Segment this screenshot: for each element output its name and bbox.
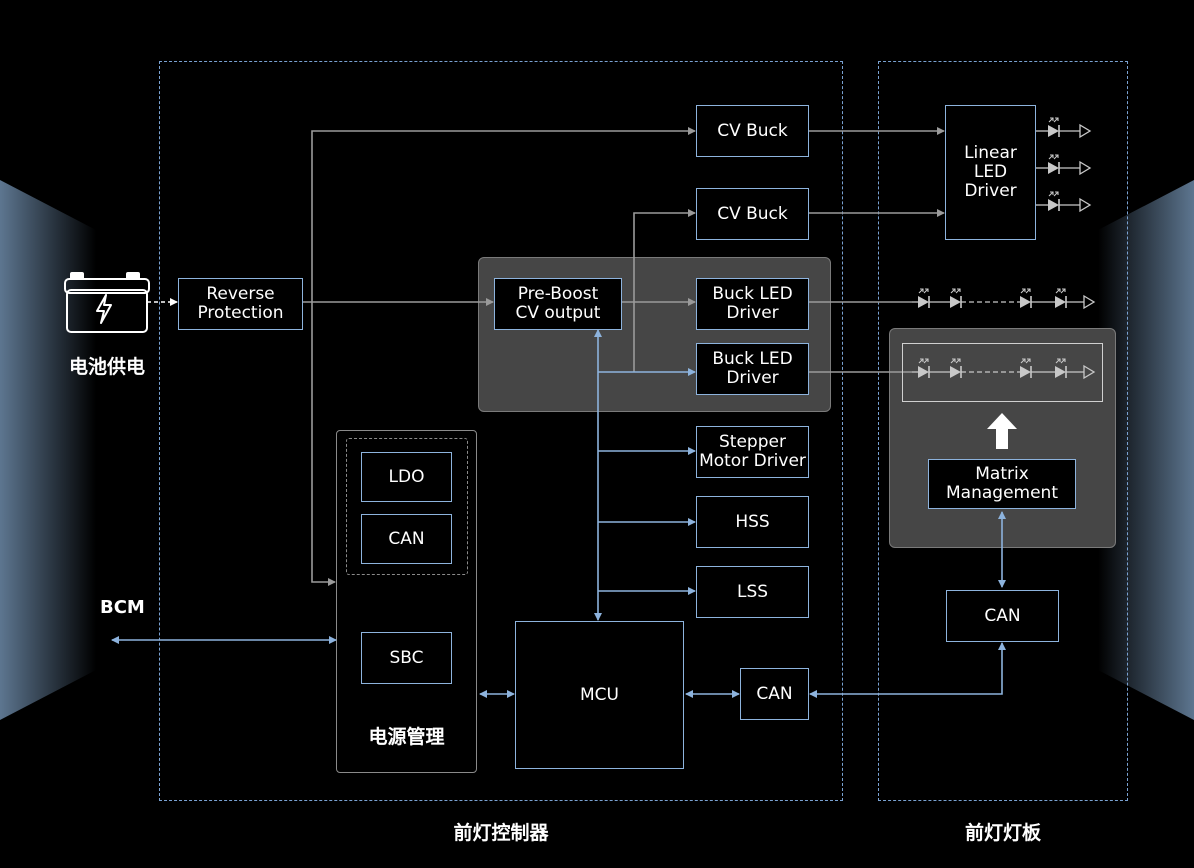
led-terminal-icon [1083, 294, 1096, 310]
led-diode-icon [1020, 288, 1032, 308]
stepper-motor-driver-block: Stepper Motor Driver [696, 426, 809, 478]
power-management-label: 电源管理 [368, 726, 445, 748]
cv-buck-2-block: CV Buck [696, 188, 809, 240]
ldo-can-subgroup [346, 438, 468, 575]
can-controller-block: CAN [740, 668, 809, 720]
pre-boost-block: Pre-Boost CV output [494, 278, 622, 330]
led-diode-icon [950, 358, 962, 378]
led-terminal-icon [1079, 123, 1092, 139]
sbc-block: SBC [361, 632, 452, 684]
led-diode-icon [918, 358, 930, 378]
lamp-board-region [878, 61, 1128, 801]
lss-block: LSS [696, 566, 809, 618]
led-terminal-icon [1083, 364, 1096, 380]
hss-block: HSS [696, 496, 809, 548]
led-terminal-icon [1079, 197, 1092, 213]
can-lamp-block: CAN [946, 590, 1059, 642]
lightning-icon [96, 294, 112, 324]
cv-buck-1-block: CV Buck [696, 105, 809, 157]
matrix-management-block: Matrix Management [928, 459, 1076, 509]
led-diode-icon [1055, 288, 1067, 308]
power-management-group [336, 430, 477, 773]
controller-label: 前灯控制器 [453, 822, 549, 844]
led-diode-icon [1048, 117, 1060, 137]
ldo-block: LDO [361, 452, 452, 502]
left-light-fade [0, 180, 96, 720]
battery-icon [64, 272, 150, 333]
up-arrow-icon [987, 413, 1017, 449]
led-diode-icon [1020, 358, 1032, 378]
led-diode-icon [1048, 191, 1060, 211]
led-terminal-icon [1079, 160, 1092, 176]
right-light-fade [1098, 180, 1194, 720]
can-power-block: CAN [361, 514, 452, 564]
matrix-led-frame [902, 343, 1103, 402]
battery-label: 电池供电 [68, 356, 145, 378]
linear-led-driver-block: Linear LED Driver [945, 105, 1036, 240]
led-diode-icon [1048, 154, 1060, 174]
lamp-board-label: 前灯灯板 [964, 822, 1041, 844]
mcu-block: MCU [515, 621, 684, 769]
reverse-protection-block: Reverse Protection [178, 278, 303, 330]
buck-led-driver-1-block: Buck LED Driver [696, 278, 809, 330]
led-diode-icon [1055, 358, 1067, 378]
buck-led-driver-2-block: Buck LED Driver [696, 343, 809, 395]
controller-region [159, 61, 843, 801]
bcm-label: BCM [100, 597, 145, 618]
led-diode-icon [950, 288, 962, 308]
led-diode-icon [918, 288, 930, 308]
